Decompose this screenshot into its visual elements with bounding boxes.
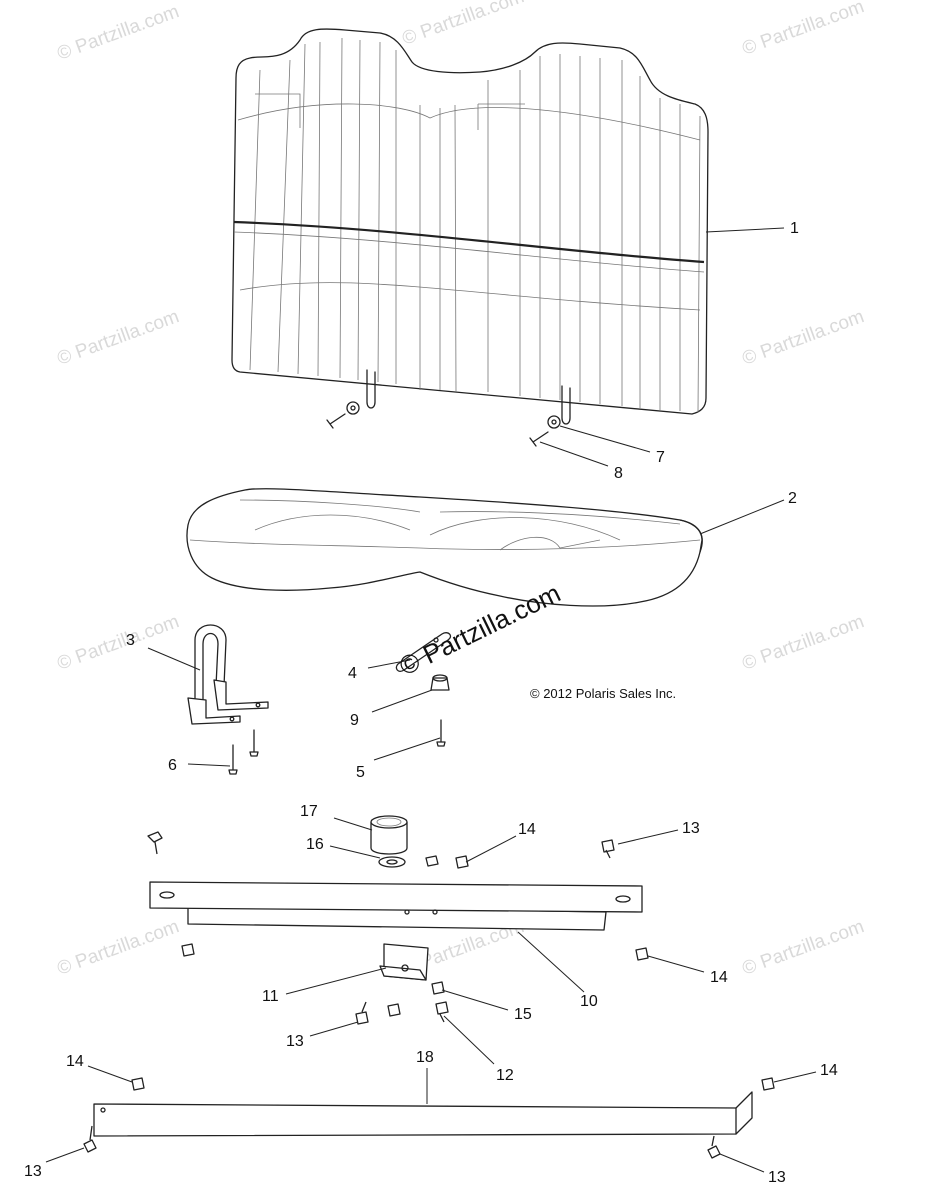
- hardware: [147, 831, 649, 1025]
- watermark-center: © Partzilla.com: [394, 578, 565, 682]
- nut-14-bottom-left: [131, 1077, 145, 1091]
- callout-14: 14: [66, 1053, 84, 1070]
- bolt-12: [435, 1001, 449, 1023]
- watermark: © Partzilla.com: [55, 611, 182, 675]
- watermark: © Partzilla.com: [55, 1, 182, 65]
- bolt-13-left: [355, 1001, 369, 1025]
- bracket-11: [379, 943, 429, 981]
- callout-13: 13: [682, 820, 700, 837]
- callout-17: 17: [300, 803, 318, 820]
- callout-13: 13: [286, 1033, 304, 1050]
- callout-14: 14: [710, 969, 728, 986]
- nut-14-right: [181, 943, 195, 957]
- callout-11: 11: [262, 988, 279, 1005]
- callout-9: 9: [350, 712, 359, 729]
- bolt-13-bottom-left: [83, 1125, 97, 1153]
- nut-14-bottom-right: [761, 1077, 775, 1091]
- callout-4: 4: [348, 665, 357, 682]
- seat-back-fasteners: [326, 401, 561, 447]
- watermark: © Partzilla.com: [55, 916, 182, 980]
- bolt-13-left: [147, 831, 163, 855]
- callout-2: 2: [788, 490, 797, 507]
- leader-lines: [45, 227, 817, 1173]
- screw-5: [436, 719, 446, 747]
- watermark: © Partzilla.com: [740, 0, 867, 60]
- seat-back: [231, 28, 709, 425]
- callout-6: 6: [168, 757, 177, 774]
- washer-16: [378, 856, 406, 868]
- washer-7: [547, 415, 561, 429]
- callout-10: 10: [580, 993, 598, 1010]
- washer-7: [346, 401, 360, 415]
- callout-8: 8: [614, 465, 623, 482]
- nut-14-top: [455, 855, 469, 869]
- latch: [395, 632, 452, 672]
- callouts: 1 2 3 4 5 6 7 8 9 10 11 12 13 13 13 13 1…: [24, 220, 838, 1186]
- callout-7: 7: [656, 449, 665, 466]
- bolt-13-left: [387, 1003, 401, 1017]
- bolt-8: [326, 413, 346, 429]
- bolt-8: [529, 431, 549, 447]
- callout-14: 14: [518, 821, 536, 838]
- grab-handle: [187, 624, 269, 725]
- callout-3: 3: [126, 632, 135, 649]
- nut-14-right: [635, 947, 649, 961]
- nut-14-top: [425, 855, 439, 867]
- callout-13: 13: [768, 1169, 786, 1186]
- callout-12: 12: [496, 1067, 514, 1084]
- bolt-13-bottom-right: [707, 1135, 721, 1159]
- rail-18: [83, 1077, 775, 1159]
- copyright-notice: © 2012 Polaris Sales Inc.: [530, 686, 676, 701]
- callout-1: 1: [790, 220, 799, 237]
- callout-14: 14: [820, 1062, 838, 1079]
- watermark: © Partzilla.com: [740, 611, 867, 675]
- callout-18: 18: [416, 1049, 434, 1066]
- seat-bottom: [186, 488, 703, 607]
- nut-15: [431, 981, 445, 995]
- callout-16: 16: [306, 836, 324, 853]
- bolt-13-right: [601, 839, 615, 859]
- bushing-17: [370, 815, 408, 855]
- watermark: © Partzilla.com: [740, 916, 867, 980]
- callout-5: 5: [356, 764, 365, 781]
- screws-6: [228, 729, 259, 775]
- grommet-9: [430, 674, 450, 691]
- watermark: © Partzilla.com: [740, 306, 867, 370]
- watermark: © Partzilla.com: [400, 0, 527, 50]
- callout-15: 15: [514, 1006, 532, 1023]
- watermark: © Partzilla.com: [55, 306, 182, 370]
- bracket-10: [149, 881, 643, 931]
- callout-13: 13: [24, 1163, 42, 1180]
